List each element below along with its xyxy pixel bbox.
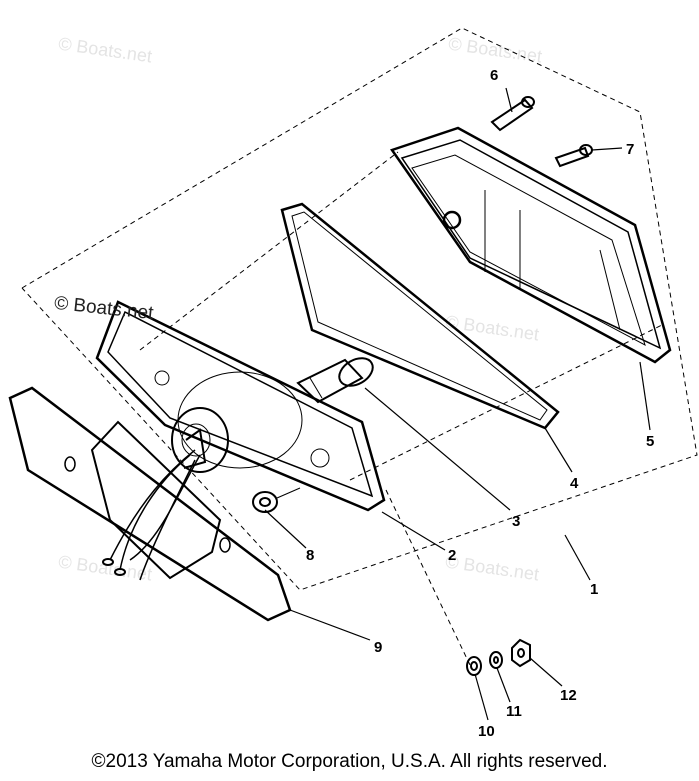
- nut-part-12: [511, 638, 531, 668]
- callout-1: 1: [590, 581, 598, 598]
- callout-11: 11: [506, 703, 522, 720]
- callout-6: 6: [490, 67, 498, 84]
- tail-light-exploded-diagram: 6 7 5 4 3 2 1 8 9 10 11 12: [8, 27, 698, 740]
- callout-3: 3: [512, 513, 520, 530]
- housing-part-2: [95, 300, 386, 512]
- screw-part-6: [490, 96, 535, 132]
- bulb-part-3: [296, 357, 374, 404]
- explode-lines: [139, 151, 663, 666]
- callout-8: 8: [306, 547, 314, 564]
- callout-7: 7: [626, 141, 634, 158]
- screw-part-7: [554, 144, 593, 168]
- washer-part-11: [489, 651, 503, 669]
- callout-10: 10: [478, 723, 495, 740]
- callout-leaders: [264, 87, 651, 721]
- assembly-boundary: [21, 27, 698, 591]
- callout-2: 2: [448, 547, 456, 564]
- callout-5: 5: [646, 433, 654, 450]
- gasket-part-4: [280, 202, 560, 430]
- copyright-notice: ©2013 Yamaha Motor Corporation, U.S.A. A…: [91, 751, 608, 772]
- callout-12: 12: [560, 687, 577, 704]
- callout-9: 9: [374, 639, 382, 656]
- lens-part-5: [390, 126, 672, 364]
- grommet-part-8: [252, 487, 301, 513]
- callout-4: 4: [570, 475, 579, 492]
- washer-part-10: [466, 656, 482, 676]
- wire-harness: [102, 449, 201, 581]
- plate-part-9: [8, 386, 292, 622]
